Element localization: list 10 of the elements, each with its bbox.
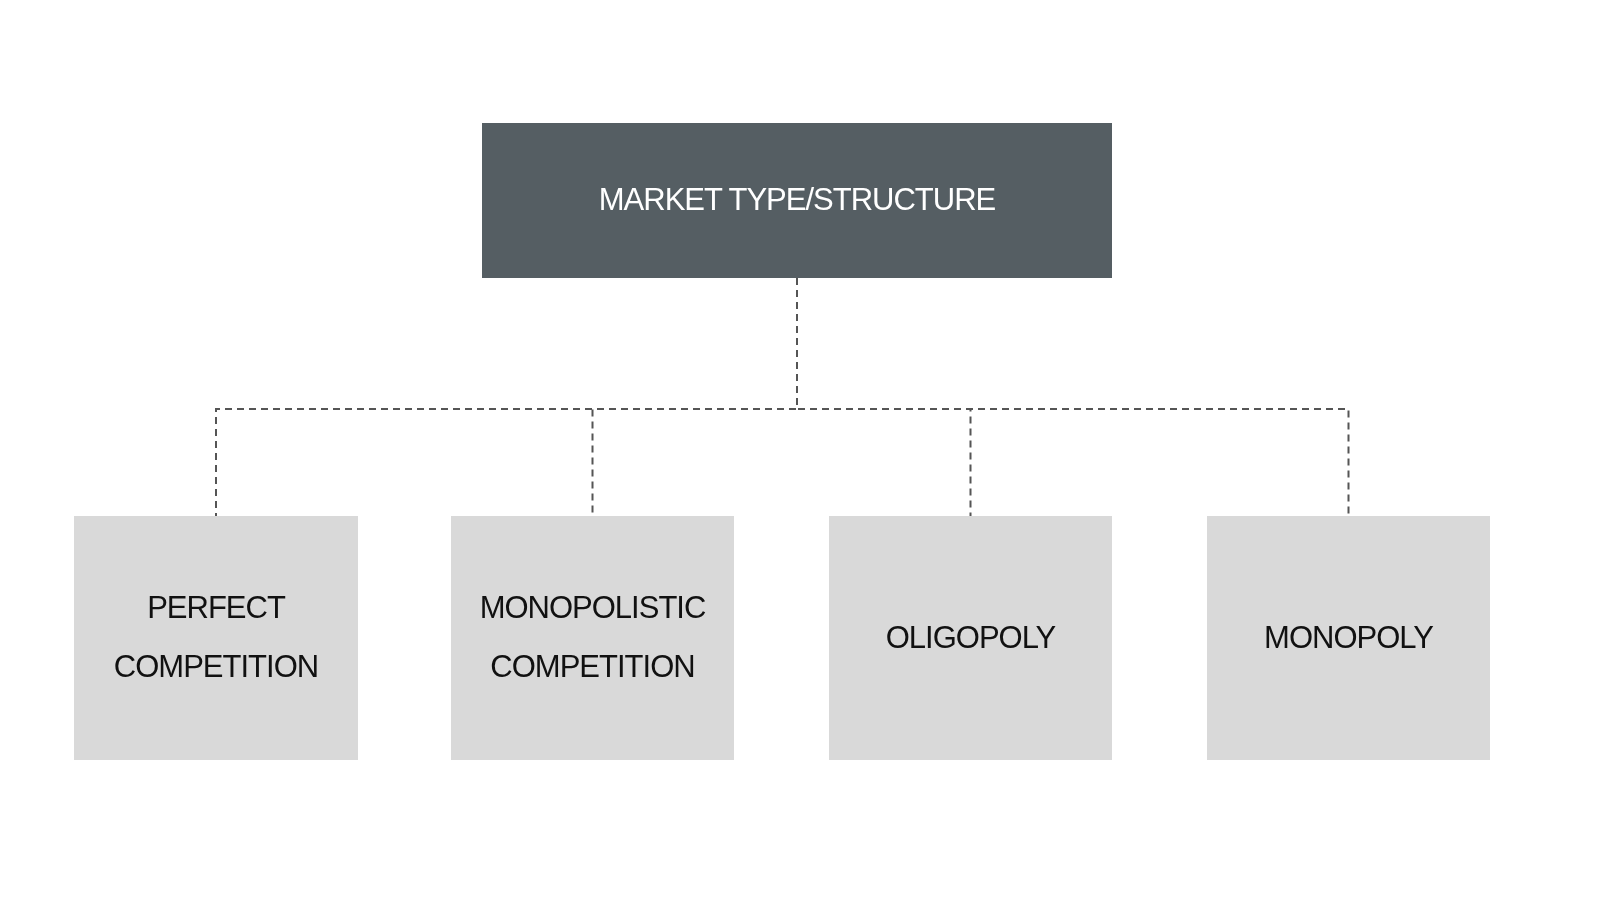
box-label: PERFECT COMPETITION [112,589,320,686]
box-label: MONOPOLY [1264,618,1433,657]
category-box [451,516,734,760]
box-label: OLIGOPOLY [885,618,1056,657]
category-box [829,516,1112,760]
category-box [74,516,358,760]
category-box [1207,516,1490,760]
box-label: MARKET TYPE/STRUCTURE [598,181,996,220]
box-label: MONOPOLISTIC COMPETITION [478,589,707,686]
header-box [482,123,1112,278]
